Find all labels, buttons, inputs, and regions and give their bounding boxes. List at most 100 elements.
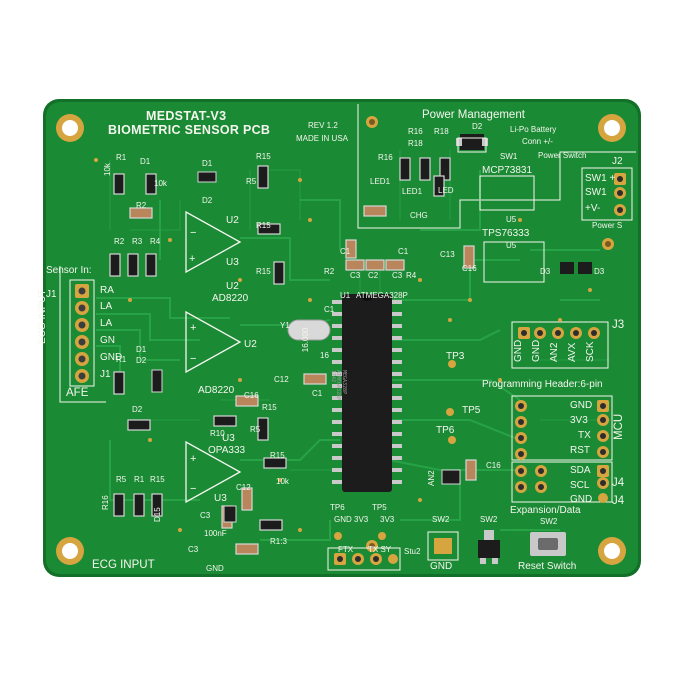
bottom-header [327,547,401,571]
sw1-label: SW1 [500,152,518,161]
j3-pin-1: GND [531,339,542,362]
j3-label: J3 [612,319,625,331]
afe-r3: R3 [132,237,143,246]
afe-r15d: R15 [262,403,277,412]
r16b-label: R16 [378,153,393,162]
bottom-sw2c: SW2 [540,517,558,526]
bottom-sw2a: SW2 [432,515,450,524]
afe-r15e: R15 [270,451,285,460]
afe-d2c: D2 [132,405,143,414]
afe-r5c: R5 [116,475,127,484]
afe-d15: D15 [153,507,162,522]
j1-pin-5: J1 [100,369,111,380]
chip-marking-0: MEGA328P [341,370,347,395]
j3-pin-3: AVX [567,342,578,362]
vias [94,158,592,532]
header-j2 [581,167,633,221]
mcu-pin-0: GND [570,400,593,411]
mcu-c2: C2 [368,271,379,280]
afe-c3b: C3 [188,545,199,554]
afe-u2b: U2 [226,281,239,292]
afe-10k-c: 10k [276,477,289,486]
chg-label: CHG [410,211,428,220]
tp6-label: TP6 [436,425,455,436]
j1-pin-2: LA [100,318,113,329]
afe-r2b: R2 [114,237,125,246]
j2-pin-2: +V- [585,203,601,214]
smd-resistors [109,157,451,531]
ecg-input-vertical: ECG INPUT [37,289,48,344]
smd-diodes [151,171,461,523]
mcu-c1d: C1 [312,389,323,398]
bottom-txsy: TX SY [368,545,392,554]
reset-switch-sw2 [530,532,566,556]
afe-label: AFE [66,387,89,399]
j2-pin-0: SW1 + [585,173,616,184]
r18a-label: R18 [434,127,449,136]
ecg-input-label: ECG INPUT [92,559,155,571]
j1-pin-4: GND [100,352,123,363]
bottom-gnd3v3: GND 3V3 [334,515,369,524]
bottom-tp6: TP6 [330,503,345,512]
afe-r1-3: R1:3 [270,537,287,546]
afe-c12: C12 [236,483,251,492]
afe-u3c: U3 [214,493,227,504]
board-made-in: MADE IN USA [296,134,349,143]
bottom-stu2: Stu2 [404,547,421,556]
j3-pin-2: AN2 [549,342,560,362]
opamp-symbols [185,210,242,504]
svg-text:−: − [190,353,196,365]
afe-r1c: R1 [134,475,145,484]
mcu-r2: R2 [324,267,335,276]
afe-u2: U2 [226,215,239,226]
mcu-16: 16 [320,351,329,360]
led-label: LED [438,186,454,195]
mcu-u1-label: U1 [340,291,351,300]
afe-r16: R16 [101,495,110,510]
power-switch-note: Power Switch [538,151,587,160]
header-j4 [511,461,613,503]
afe-d1: D1 [140,157,151,166]
afe-r5: R5 [246,177,257,186]
r18b-label: R18 [408,139,423,148]
r16a-label: R16 [408,127,423,136]
power-section-outline [357,104,636,229]
afe-c16: C16 [244,391,259,400]
mcu-chip-label: ATMEGA328P [356,291,408,300]
d2-power-label: D2 [472,122,483,131]
j1-pin-3: GN [100,335,115,346]
bottom-3v3: 3V3 [380,515,395,524]
diode-d2-power [457,137,487,153]
afe-r15c: R15 [256,267,271,276]
crystal-freq: 16.000 [301,327,311,353]
afe-ad8220b: AD8220 [198,385,235,396]
afe-c3: C3 [200,511,211,520]
opamp-pins-text: −+ +− +− [189,227,196,495]
j4-pin-2: GND [570,494,593,505]
afe-d2b: D2 [136,356,147,365]
mcu-c1c: C1 [324,305,335,314]
afe-d1c: D1 [136,345,147,354]
j1-pin-0: RA [100,285,114,296]
power-title: Power Management [422,109,525,121]
svg-text:+: + [190,322,196,334]
regulator-u5-top [479,175,535,211]
board-title: MEDSTAT-V3 [146,109,227,123]
afe-r2: R2 [136,201,147,210]
c13-label: C13 [440,250,455,259]
crystal-y1 [287,319,331,341]
afe-10k-a: 10k [103,163,112,176]
j1-label: J1 [46,289,57,300]
afe-gnd: GND [206,564,224,573]
j2-label: J2 [612,156,623,167]
battery-label: Li-Po Battery [510,125,557,134]
u5b-label: U5 [506,241,517,250]
mcu-c3b: C3 [392,271,403,280]
mcu-c16: C16 [486,461,501,470]
svg-text:+: + [189,253,195,265]
u5a-label: U5 [506,215,517,224]
d3b-label: D3 [594,267,605,276]
afe-r4: R4 [150,237,161,246]
tp3-label: TP3 [446,351,465,362]
